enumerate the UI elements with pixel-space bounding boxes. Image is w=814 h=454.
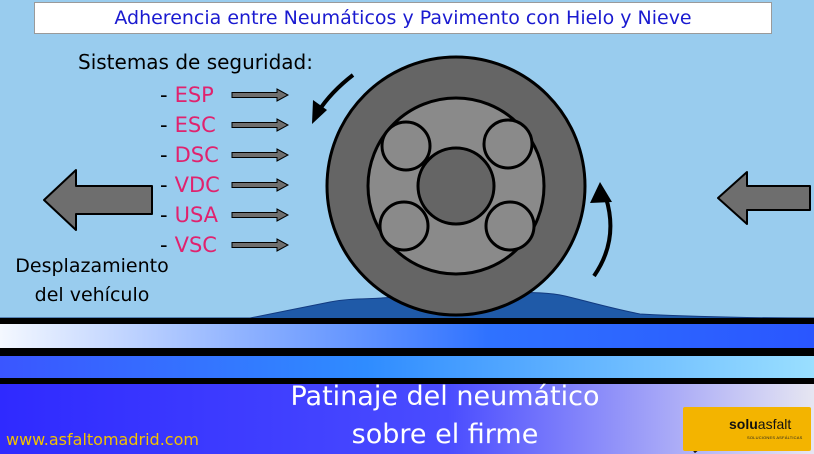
logo-word-light: asfalt [757,416,792,432]
list-item: - ESP [160,80,289,110]
wheel-hub [416,146,496,226]
system-code: VDC [174,173,220,197]
system-code: ESC [174,113,216,137]
small-arrow-icon [231,208,289,222]
system-code: USA [174,203,219,227]
system-code: VSC [174,233,217,257]
list-bullet: - [160,83,168,107]
wheel-hole [378,200,430,252]
small-arrow-icon [231,118,289,132]
rotation-arrow-bottom-icon [590,182,613,278]
list-item: - VDC [160,170,289,200]
wheel-hole [484,200,536,252]
system-code: DSC [174,143,219,167]
website-link[interactable]: www.asfaltomadrid.com [6,430,199,449]
list-bullet: - [160,173,168,197]
caption-line-1: Patinaje del neumático [290,381,600,412]
displacement-line-2: del vehículo [34,284,150,306]
list-item: - VSC [160,230,289,260]
list-bullet: - [160,143,168,167]
small-arrow-icon [231,148,289,162]
wheel-hole [482,118,534,170]
diagram-title: Adherencia entre Neumáticos y Pavimento … [34,2,772,34]
system-code: ESP [174,83,214,107]
small-arrow-icon [231,88,289,102]
list-bullet: - [160,203,168,227]
safety-systems-list: - ESP - ESC - DSC - VDC [160,80,289,260]
logo-tagline: SOLUCIONES ASFÁLTICAS [747,435,803,440]
brand-logo: soluasfalt SOLUCIONES ASFÁLTICAS [683,407,811,451]
small-arrow-icon [231,238,289,252]
bottom-banner [0,384,814,454]
safety-systems-heading: Sistemas de seguridad: [78,50,313,74]
bottom-caption: Patinaje del neumático sobre el firme [220,378,670,454]
road-edge-top [0,318,814,324]
list-item: - USA [160,200,289,230]
road-lane [0,324,814,348]
logo-word-bold: solu [729,416,758,432]
list-item: - DSC [160,140,289,170]
road-edge-mid [0,348,814,356]
rotation-arrow-top-icon [312,73,355,124]
list-item: - ESC [160,110,289,140]
displacement-line-1: Desplazamiento [15,255,169,277]
displacement-arrow-icon [43,169,153,231]
small-arrow-icon [231,178,289,192]
incoming-arrow-icon [717,171,811,225]
displacement-label: Desplazamiento del vehículo [8,252,176,310]
road-edge-bottom [0,378,814,384]
tire [325,55,587,317]
list-bullet: - [160,113,168,137]
road-stripe [0,356,814,378]
list-bullet: - [160,233,168,257]
caption-line-2: sobre el firme [351,419,539,450]
logo-wordmark: soluasfalt [729,416,791,432]
wheel-hole [380,120,432,172]
